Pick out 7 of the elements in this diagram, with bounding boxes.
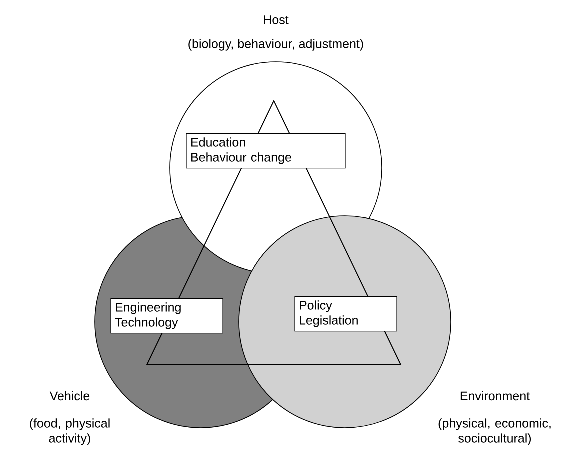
circle-label: Environment	[460, 391, 530, 401]
circle-label: Vehicle	[50, 391, 90, 401]
circle-label: Host	[264, 16, 289, 24]
circle-label: (food, physical activity)	[30, 418, 110, 446]
circle-label: (biology, behaviour, adjustment)	[188, 39, 364, 51]
circle-label: (physical, economic, sociocultural)	[438, 418, 551, 446]
text-box: Policy Legislation	[294, 296, 398, 332]
